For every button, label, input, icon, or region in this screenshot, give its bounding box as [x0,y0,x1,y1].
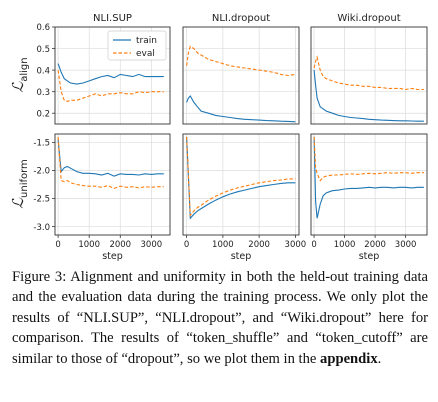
y-tick-label: 0.4 [36,66,50,76]
series-line-eval [57,70,164,102]
series-line-train [57,139,164,177]
plot-frame [54,26,171,125]
figure-caption: Figure 3: Alignment and uniformity in bo… [12,267,428,369]
x-tick-label: 2000 [364,240,386,250]
series-line-eval [186,45,296,77]
x-tick-label: 2000 [248,240,270,250]
plot-frame [310,133,428,236]
legend-label-train: train [136,36,157,46]
plot-frame [182,133,300,236]
y-tick-label: 0.5 [36,45,50,55]
panel-uniform-1: 0 1000 2000 3000 step [182,133,307,262]
x-tick-label: 3000 [395,240,417,250]
series-line-eval [57,136,164,189]
panel-align-0: 0.2 0.3 0.4 0.5 0.6 NLI.SUP [36,13,171,125]
panel-uniform-0: -3.0 -2.5 -2.0 -1.5 0 1000 2000 3000 step [33,133,171,262]
series-line-eval [186,136,296,217]
y-tick-label: -2.5 [33,195,50,205]
panel-title: Wiki.dropout [337,13,400,24]
y-tick-label: -2.0 [33,167,50,177]
series-line-train [186,95,296,123]
y-tick-label: 0.3 [36,88,50,98]
caption-end: . [377,350,382,367]
x-axis-label: step [359,251,380,262]
y-tick-label: -3.0 [33,223,50,233]
y-tick-label: -1.5 [33,139,50,149]
x-tick-label: 1000 [78,240,100,250]
x-axis-label: step [231,251,252,262]
y-axis-label-align: ℒalign [9,57,30,92]
series-line-train [57,63,164,85]
y-tick-label: 0.2 [36,109,50,119]
panel-uniform-2: 0 1000 2000 3000 step [310,133,428,262]
y-axis-label-uniform: ℒuniform [9,159,30,209]
series-line-eval [313,55,424,91]
x-tick-label: 0 [184,240,189,250]
x-axis-label: step [102,251,123,262]
legend-label-eval: eval [136,49,155,59]
legend: train eval [107,30,167,61]
panel-title: NLI.SUP [93,13,132,24]
x-tick-label: 0 [55,240,60,250]
caption-text: Figure 3: Alignment and uniformity in bo… [12,269,428,367]
x-tick-label: 1000 [334,240,356,250]
plot-frame [310,26,428,125]
x-tick-label: 2000 [109,240,131,250]
x-tick-label: 0 [311,240,316,250]
plot-frame [182,26,300,125]
plot-frame [54,133,171,236]
panel-title: NLI.dropout [212,13,270,24]
series-line-train [186,136,296,220]
series-line-eval [313,136,424,182]
series-line-train [313,136,424,219]
x-tick-label: 1000 [212,240,234,250]
y-tick-label: 0.6 [36,23,50,33]
legend-box [107,30,167,61]
series-line-train [313,70,424,122]
x-tick-label: 3000 [285,240,307,250]
x-tick-label: 3000 [141,240,163,250]
caption-appendix: appendix [320,350,378,367]
figure-3: 0.2 0.3 0.4 0.5 0.6 NLI.SUP NLI.dropout Wiki.dr… [9,13,428,262]
panel-align-1: NLI.dropout [182,13,300,125]
panel-align-2: Wiki.dropout [310,13,428,125]
